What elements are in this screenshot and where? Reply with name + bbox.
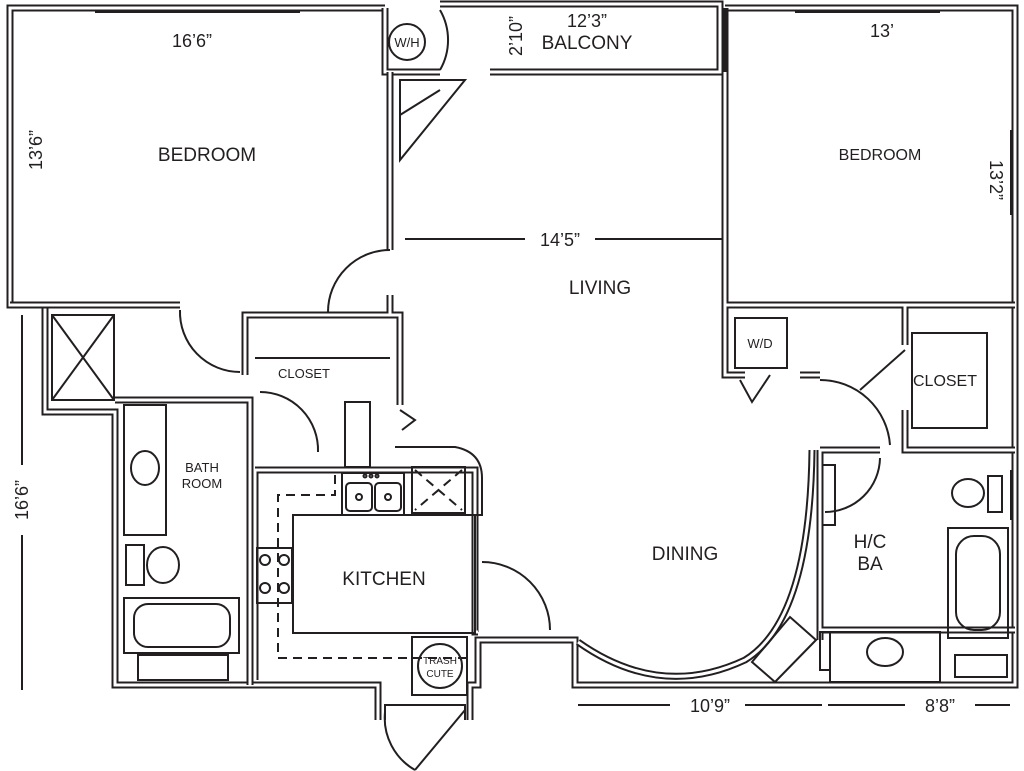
- dim-balcony-width: 12’3”: [567, 11, 607, 31]
- labels: BEDROOM BEDROOM LIVING DINING KITCHEN BA…: [12, 11, 1006, 716]
- dim-bedroom-right-depth: 13’2”: [986, 160, 1006, 200]
- trash-label-2: CUTE: [426, 669, 454, 680]
- washer-dryer-label: W/D: [747, 336, 772, 351]
- room-bedroom-left: BEDROOM: [158, 145, 256, 166]
- dim-living-width: 14’5”: [540, 230, 580, 250]
- room-kitchen: KITCHEN: [342, 569, 425, 590]
- room-living: LIVING: [569, 278, 631, 299]
- dim-bedroom-left-width: 16’6”: [172, 31, 212, 51]
- dim-bedroom-right-width: 13’: [870, 21, 894, 41]
- trash-label-1: TRASH: [423, 656, 457, 667]
- water-heater-label: W/H: [394, 35, 419, 50]
- walls: [6, 0, 1019, 720]
- dim-bottom-dining: 10’9”: [690, 696, 730, 716]
- room-balcony: BALCONY: [542, 33, 633, 54]
- doors: [178, 9, 906, 771]
- fixtures: [51, 11, 1012, 696]
- room-dining: DINING: [652, 544, 719, 565]
- room-closet-right: CLOSET: [913, 373, 977, 390]
- dim-balcony-depth: 2’10”: [506, 16, 526, 56]
- room-bath-1: BATH: [185, 460, 219, 475]
- room-bedroom-right: BEDROOM: [839, 147, 922, 164]
- room-bath-2: ROOM: [182, 476, 222, 491]
- dim-bedroom-left-depth: 13’6”: [26, 130, 46, 170]
- room-closet-left: CLOSET: [278, 366, 330, 381]
- room-hcba-2: BA: [857, 554, 883, 575]
- room-hcba-1: H/C: [854, 532, 887, 553]
- dim-left-overall: 16’6”: [12, 480, 32, 520]
- dim-bottom-bath: 8’8”: [925, 696, 955, 716]
- dimension-lines: [21, 238, 1010, 706]
